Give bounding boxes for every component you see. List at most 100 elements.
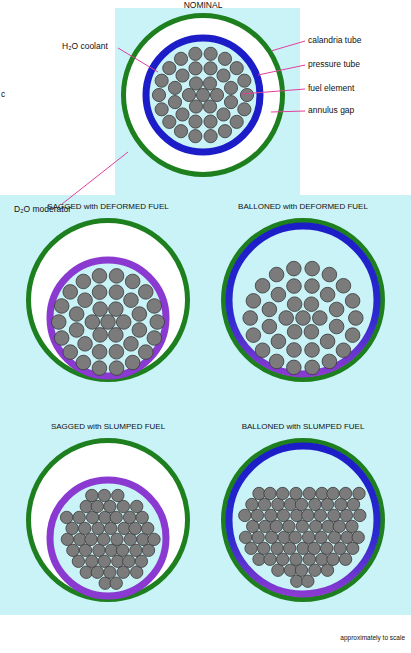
fuel-element — [189, 47, 202, 60]
fuel-element — [196, 88, 209, 101]
fuel-element — [339, 487, 351, 499]
fuel-element — [72, 555, 84, 567]
fuel-element — [137, 533, 149, 545]
fuel-element — [98, 489, 110, 501]
fuel-element — [150, 315, 165, 330]
panel-title: SAGGED with SLUMPED FUEL — [51, 423, 165, 432]
calandria-tube — [29, 221, 188, 380]
fuel-element — [123, 511, 135, 523]
fuel-element — [93, 302, 108, 317]
fuel-element — [76, 355, 91, 370]
fuel-element — [110, 577, 122, 589]
fuel-element — [353, 487, 365, 499]
fuel-element — [302, 531, 314, 543]
fuel-element — [302, 575, 314, 587]
fuel-element — [99, 577, 111, 589]
fuel-element — [168, 81, 181, 94]
fuel-element — [239, 531, 251, 543]
fuel-element — [118, 522, 130, 534]
fuel-element — [93, 544, 105, 556]
fuel-element — [255, 278, 270, 293]
fuel-element — [238, 103, 251, 116]
fuel-element — [132, 307, 147, 322]
fuel-element — [335, 498, 347, 510]
fuel-element — [142, 522, 154, 534]
fuel-element — [321, 542, 333, 554]
fuel-element — [203, 100, 216, 113]
fuel-element — [204, 62, 217, 75]
fuel-element — [210, 88, 223, 101]
fuel-element — [322, 354, 337, 369]
fuel-element — [321, 498, 333, 510]
fuel-element — [259, 520, 271, 532]
fuel-element — [109, 328, 124, 343]
fuel-element — [253, 553, 265, 565]
fuel-element — [243, 311, 258, 326]
fuel-element — [258, 498, 270, 510]
fuel-element — [262, 302, 277, 317]
fuel-element — [176, 69, 189, 82]
calandria-tube — [29, 441, 188, 600]
scale-note: approximately to scale — [340, 634, 405, 641]
panel-title: NOMINAL — [184, 1, 223, 10]
fuel-element — [290, 487, 302, 499]
fuel-element — [291, 509, 303, 521]
fuel-element — [218, 52, 231, 65]
fuel-element — [85, 533, 97, 545]
fuel-element — [112, 489, 124, 501]
fuel-element — [287, 297, 302, 312]
fuel-element — [125, 355, 140, 370]
fuel-element — [92, 522, 104, 534]
fuel-element — [276, 487, 288, 499]
calandria-tube — [224, 441, 383, 600]
fuel-element — [142, 544, 154, 556]
fuel-element — [316, 553, 328, 565]
fuel-element — [189, 130, 202, 143]
fuel-element — [111, 533, 123, 545]
fuel-element — [258, 542, 270, 554]
fuel-element — [60, 511, 72, 523]
fuel-element — [328, 531, 340, 543]
fuel-element — [265, 509, 277, 521]
fuel-element — [104, 566, 116, 578]
fuel-element — [347, 542, 359, 554]
fuel-element — [284, 564, 296, 576]
fuel-element — [240, 88, 253, 101]
fuel-element — [91, 500, 103, 512]
fuel-element — [322, 520, 334, 532]
fuel-element — [269, 267, 284, 282]
fuel-element — [239, 509, 251, 521]
fuel-element — [110, 511, 122, 523]
pressure-tube — [50, 480, 166, 596]
pressure-tube — [146, 38, 260, 152]
fuel-element — [204, 130, 217, 143]
fuel-element — [163, 115, 176, 128]
fuel-element — [204, 115, 217, 128]
fuel-element — [269, 354, 284, 369]
fuel-element — [124, 533, 136, 545]
fuel-element — [341, 531, 353, 543]
fuel-element — [189, 62, 202, 75]
fuel-element — [291, 575, 303, 587]
fuel-element — [116, 315, 131, 330]
fuel-element — [304, 325, 319, 340]
fuel-element — [305, 279, 320, 294]
fuel-element — [61, 533, 73, 545]
fuel-element — [117, 566, 129, 578]
fuel-element — [345, 294, 360, 309]
fuel-element — [238, 74, 251, 87]
fuel-element — [132, 323, 147, 338]
fuel-element — [54, 299, 69, 314]
fuel-element — [217, 69, 230, 82]
fuel-element — [295, 498, 307, 510]
fuel-element — [349, 311, 364, 326]
fuel-element — [271, 542, 283, 554]
fuel-element — [340, 509, 352, 521]
fuel-element — [182, 88, 195, 101]
fuel-element — [255, 343, 270, 358]
fuel-element — [63, 285, 78, 300]
fuel-element — [86, 489, 98, 501]
fuel-element — [283, 520, 295, 532]
fuel-element — [264, 487, 276, 499]
